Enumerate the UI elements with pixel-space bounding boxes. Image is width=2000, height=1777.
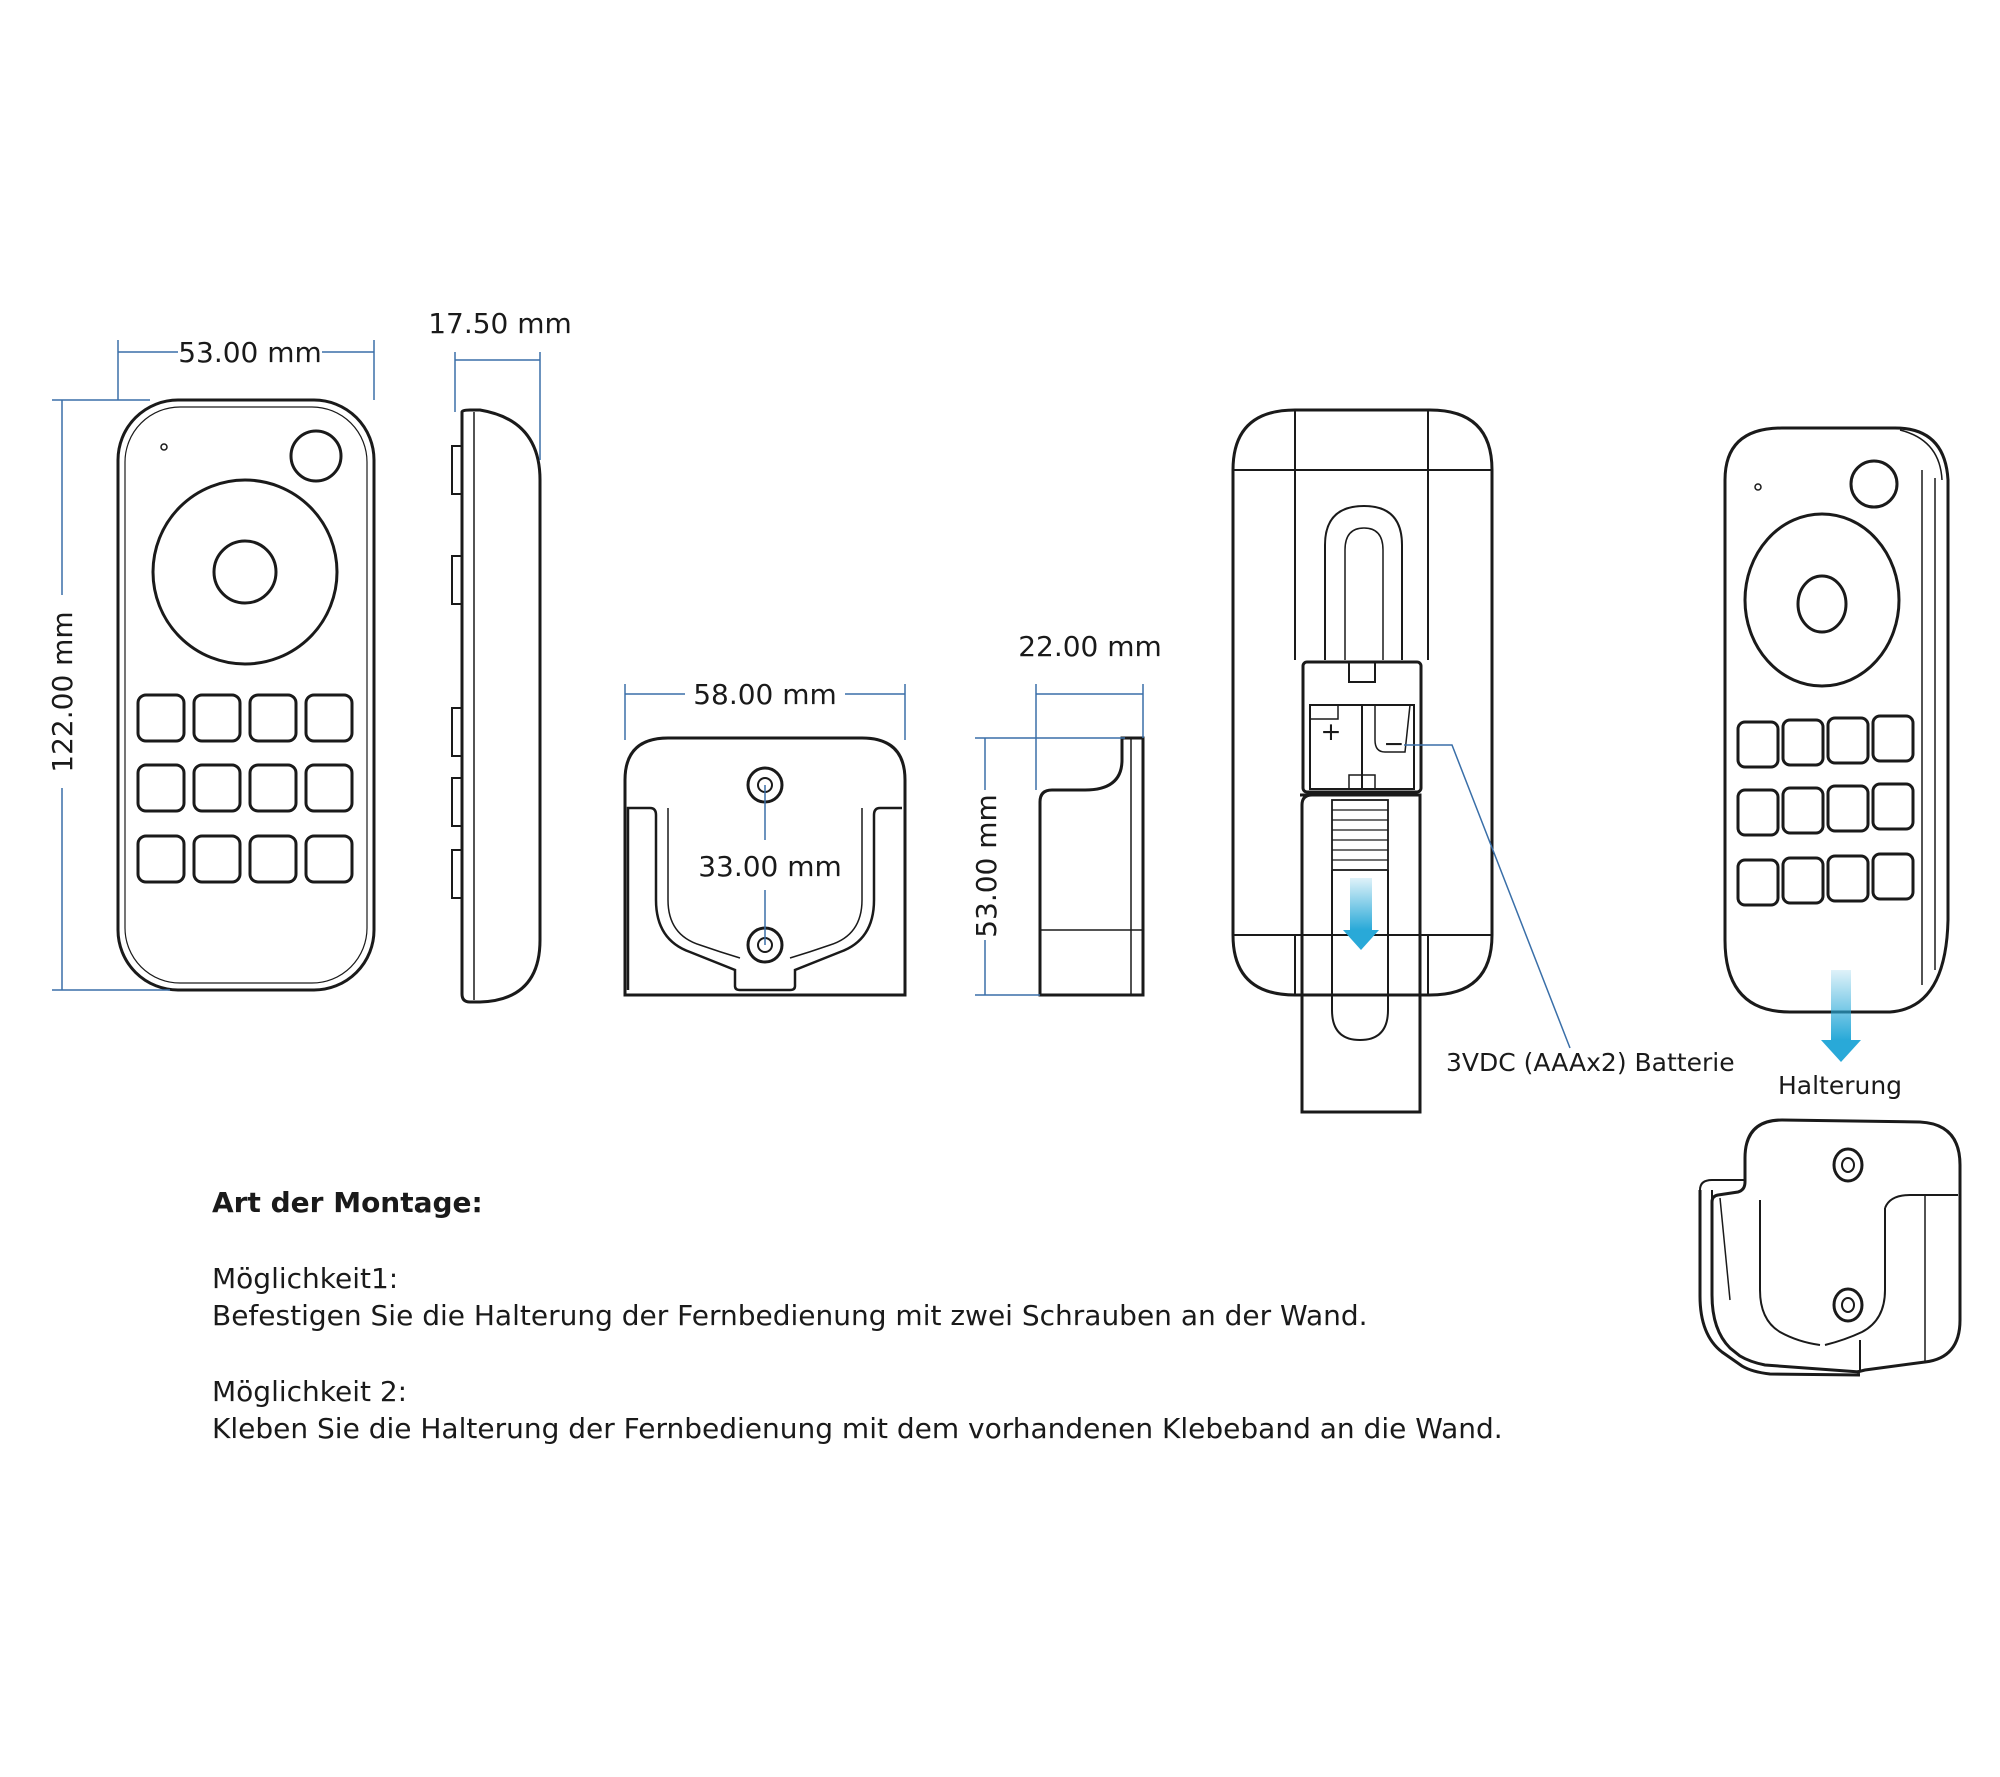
option1-text: Befestigen Sie die Halterung der Fernbed… [212,1299,1368,1332]
battery-leader-line [1404,744,1571,1049]
remote-thickness-label: 17.50 mm [428,307,572,340]
holder-perspective-view [1698,1118,1962,1377]
holder-width-dimension [624,684,906,740]
remote-width-dimension [117,340,375,400]
battery-minus-mark: − [1384,729,1405,758]
battery-label: 3VDC (AAAx2) Batterie [1446,1048,1735,1077]
button-grid [1736,714,1915,907]
remote-perspective-view [1723,426,1950,1014]
holder-height-label: 53.00 mm [970,794,1003,938]
insert-arrow-icon [1343,878,1379,950]
battery-plus-mark: + [1321,717,1342,746]
holder-side-view [1038,736,1145,997]
remote-width-label: 53.00 mm [178,336,322,369]
down-arrow-icon [1821,970,1861,1062]
remote-side-view [451,408,542,1004]
remote-front-view [116,398,376,992]
option2-text: Kleben Sie die Halterung der Fernbedienu… [212,1412,1503,1445]
option1-title: Möglichkeit1: [212,1262,399,1295]
holder-depth-label: 22.00 mm [1018,630,1162,663]
remote-height-dimension [52,399,170,991]
remote-back-view [1231,408,1494,1114]
remote-thickness-dimension [454,352,541,460]
remote-height-label: 122.00 mm [46,611,79,772]
holder-height-dimension [975,737,1125,996]
button-grid [136,693,354,884]
option2-title: Möglichkeit 2: [212,1375,408,1408]
holder-width-label: 58.00 mm [693,678,837,711]
mounting-heading: Art der Montage: [212,1186,483,1219]
holder-label: Halterung [1778,1071,1902,1100]
holder-depth-dimension [1035,684,1144,790]
screw-distance-label: 33.00 mm [698,850,842,883]
